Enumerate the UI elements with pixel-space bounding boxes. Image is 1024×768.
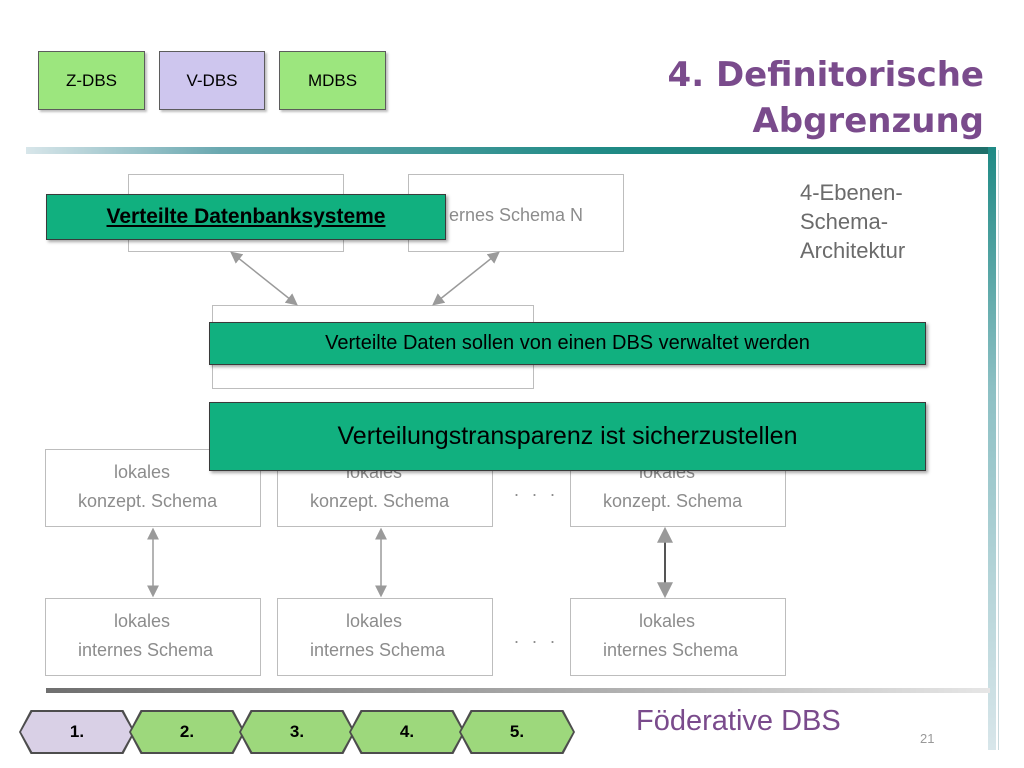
architecture-label-line2: Schema- [800, 209, 889, 234]
page-title: 4. Definitorische Abgrenzung [668, 52, 984, 144]
nav-step-5[interactable]: 5. [459, 710, 575, 754]
nav-step-5-face: 5. [461, 712, 573, 752]
nav-step-3-face: 3. [241, 712, 353, 752]
statement-banner-1: Verteilte Daten sollen von einen DBS ver… [209, 322, 926, 365]
nav-step-4[interactable]: 4. [349, 710, 465, 754]
arrow-external1-global [230, 251, 298, 306]
category-v-dbs-label: V-DBS [186, 70, 238, 90]
distributed-dbs-heading-text: Verteilte Datenbanksysteme [106, 205, 386, 228]
nav-step-4-face: 4. [351, 712, 463, 752]
nav-step-2-face: 2. [131, 712, 243, 752]
slide-right-border [988, 147, 996, 750]
nav-step-4-label: 4. [399, 722, 415, 741]
nav-step-5-label: 5. [509, 722, 525, 741]
statement-banner-2-text: Verteilungstransparenz ist sicherzustell… [337, 422, 798, 450]
category-mdbs[interactable]: MDBS [279, 51, 386, 110]
nav-step-2-label: 2. [179, 722, 195, 741]
page-number: 21 [920, 731, 935, 746]
page-title-line2: Abgrenzung [752, 101, 984, 141]
page-title-line1: 4. Definitorische [667, 55, 984, 95]
local-conceptual-schema-1: lokales konzept. Schema [45, 449, 261, 527]
nav-step-1-label: 1. [69, 722, 85, 741]
local-internal-schema-3-line2: internes Schema [603, 640, 739, 660]
nav-step-1-face: 1. [21, 712, 133, 752]
nav-step-1[interactable]: 1. [19, 710, 135, 754]
local-internal-schema-2: lokales internes Schema [277, 598, 493, 676]
footer-topic: Föderative DBS [636, 705, 841, 737]
architecture-label-line1: 4-Ebenen- [800, 180, 903, 205]
slide-right-border-inner [998, 150, 999, 750]
statement-banner-1-text: Verteilte Daten sollen von einen DBS ver… [325, 332, 810, 354]
architecture-label: 4-Ebenen- Schema- Architektur [800, 178, 905, 265]
nav-step-3-label: 3. [289, 722, 305, 741]
statement-banner-2: Verteilungstransparenz ist sicherzustell… [209, 402, 926, 471]
local-internal-schema-2-line1: lokales [346, 611, 403, 631]
local-conceptual-schema-3-line2: konzept. Schema [603, 491, 743, 511]
local-internal-schema-2-line2: internes Schema [310, 640, 446, 660]
category-z-dbs-label: Z-DBS [66, 70, 117, 90]
local-conceptual-schema-1-line1: lokales [114, 462, 171, 482]
distributed-dbs-heading: Verteilte Datenbanksysteme [46, 194, 446, 240]
category-v-dbs[interactable]: V-DBS [159, 51, 265, 110]
ellipsis-internal: . . . [514, 627, 560, 647]
local-internal-schema-1: lokales internes Schema [45, 598, 261, 676]
bottom-rule [46, 688, 990, 693]
category-mdbs-label: MDBS [307, 70, 358, 90]
nav-step-3[interactable]: 3. [239, 710, 355, 754]
title-rule [26, 147, 996, 154]
local-conceptual-schema-1-line2: konzept. Schema [78, 491, 218, 511]
category-z-dbs[interactable]: Z-DBS [38, 51, 145, 110]
local-internal-schema-3: lokales internes Schema [570, 598, 786, 676]
external-schema-n-label: ernes Schema N [449, 205, 584, 225]
local-internal-schema-1-line1: lokales [114, 611, 171, 631]
local-internal-schema-1-line2: internes Schema [78, 640, 214, 660]
ellipsis-conceptual: . . . [514, 480, 560, 500]
local-conceptual-schema-2-line2: konzept. Schema [310, 491, 450, 511]
arrow-externalN-global [432, 251, 500, 306]
local-internal-schema-3-line1: lokales [639, 611, 696, 631]
architecture-label-line3: Architektur [800, 238, 906, 263]
nav-step-2[interactable]: 2. [129, 710, 245, 754]
